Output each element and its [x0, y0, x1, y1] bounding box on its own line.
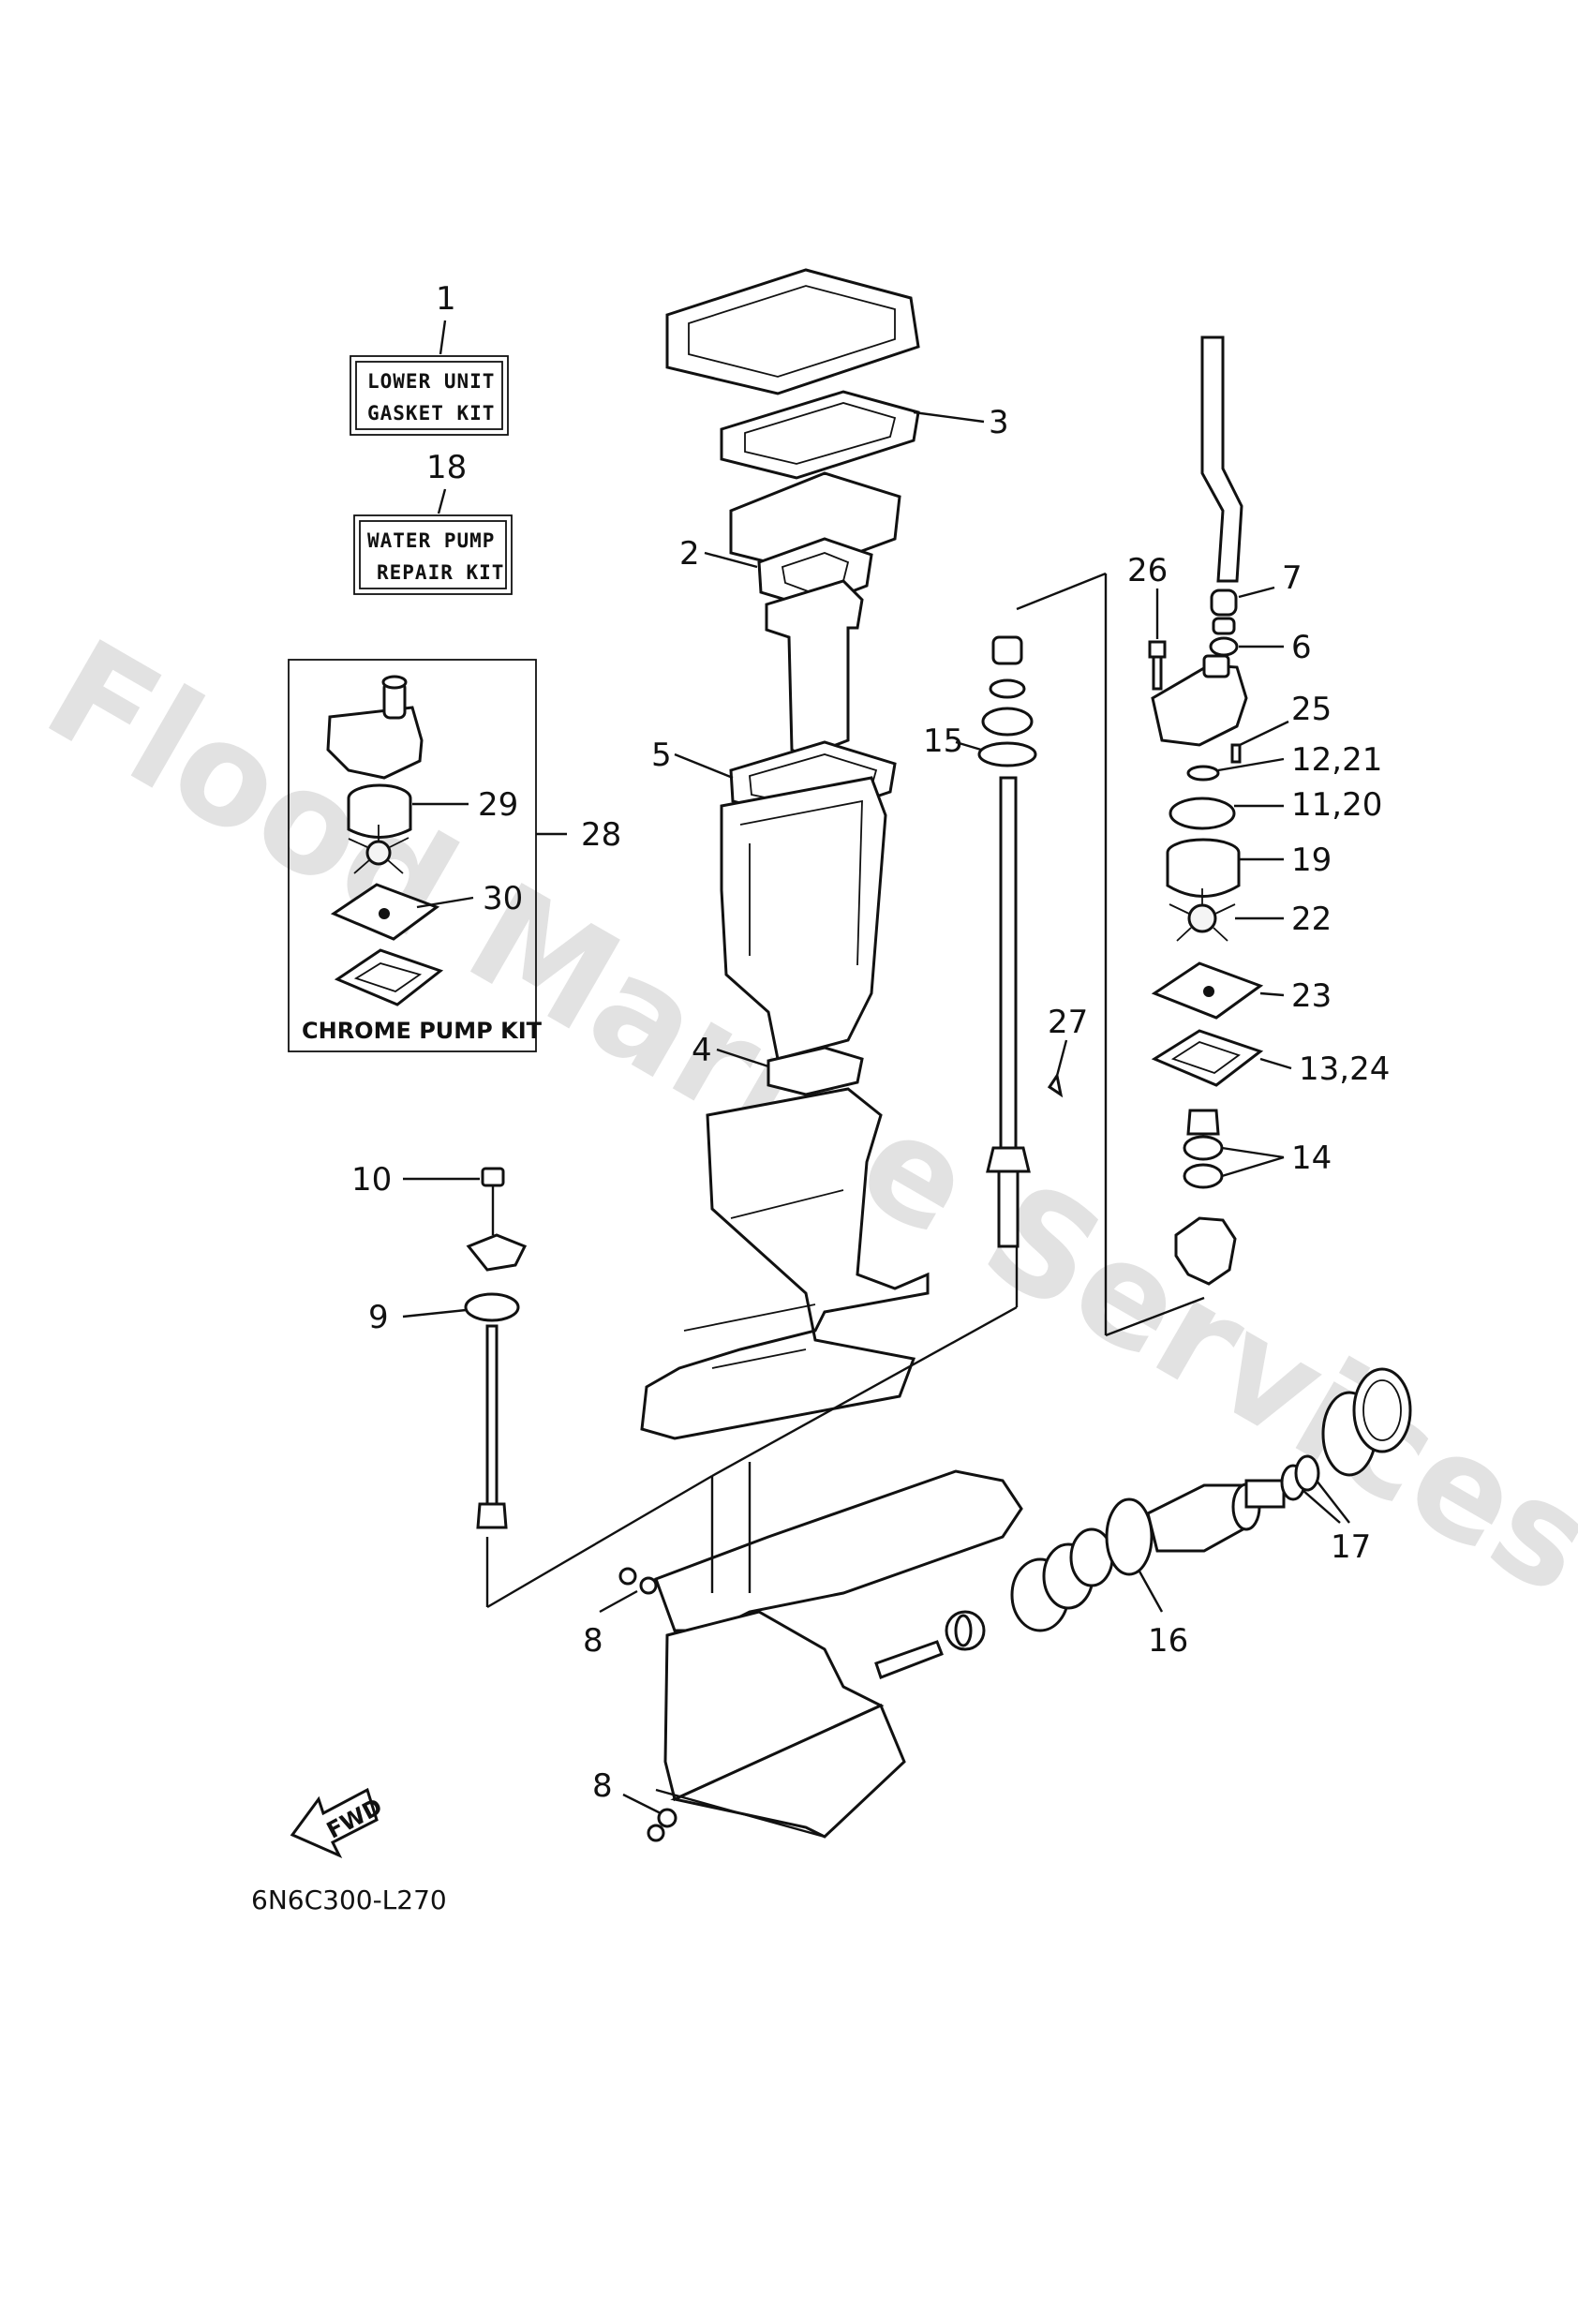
svg-text:5: 5	[651, 737, 672, 774]
part-7-grommet[interactable]: 7	[1210, 559, 1303, 617]
part-6-seal[interactable]: 6	[1209, 629, 1312, 666]
part-8-screws-upper[interactable]: 8	[583, 1567, 658, 1660]
kit-18-water-pump-repair[interactable]: 18 WATER PUMP REPAIR KIT	[353, 449, 513, 595]
svg-text:REPAIR KIT: REPAIR KIT	[377, 561, 504, 584]
part-13-24-gasket[interactable]: 13,24	[1151, 1029, 1390, 1088]
propeller-shaft	[874, 1640, 944, 1679]
part-25-pin[interactable]: 25	[1230, 691, 1332, 764]
svg-text:22: 22	[1291, 901, 1332, 938]
svg-text:17: 17	[1331, 1528, 1371, 1566]
part-22-impeller[interactable]: 22	[1169, 888, 1332, 942]
upper-casing-assembly	[665, 268, 920, 395]
lower-casing-upper	[640, 1087, 930, 1440]
diagram-code: 6N6C300-L270	[251, 1885, 447, 1915]
part-27-woodruff-key[interactable]: 27	[1047, 1004, 1088, 1098]
bearing-rings	[1010, 1527, 1114, 1632]
svg-text:27: 27	[1048, 1004, 1088, 1041]
drive-shaft-bushings	[981, 635, 1034, 737]
fwd-direction-arrow: FWD	[290, 1787, 387, 1859]
part-30-outer-plate[interactable]: 30	[330, 880, 523, 941]
skeg	[670, 1703, 906, 1839]
svg-text:23: 23	[1291, 977, 1332, 1015]
svg-text:29: 29	[478, 786, 518, 824]
part-29-insert[interactable]: 29	[347, 783, 518, 839]
part-14-oil-seals[interactable]: 14	[1183, 1135, 1332, 1189]
part-15-o-ring[interactable]: 15	[923, 723, 1037, 767]
oil-seal-housing	[1174, 1216, 1237, 1286]
part-12-21-o-ring[interactable]: 12,21	[1186, 741, 1382, 782]
bearing-housing	[1146, 1483, 1248, 1553]
shift-rod	[485, 1324, 499, 1506]
svg-text:3: 3	[989, 404, 1009, 441]
part-3-gasket[interactable]: 3	[720, 390, 1009, 480]
svg-text:2: 2	[679, 535, 700, 573]
water-tube	[1200, 335, 1243, 583]
svg-text:GASKET KIT: GASKET KIT	[367, 402, 495, 425]
svg-text:13,24: 13,24	[1299, 1050, 1390, 1088]
part-16-o-ring[interactable]: 16	[1105, 1497, 1188, 1660]
part-4-gasket[interactable]: 4	[692, 1032, 864, 1096]
svg-text:1: 1	[436, 280, 456, 318]
shift-rod-plate	[466, 1233, 528, 1272]
svg-text:14: 14	[1291, 1140, 1332, 1177]
part-19-insert-cartridge[interactable]: 19	[1166, 838, 1332, 898]
part-9-o-ring[interactable]: 9	[368, 1292, 520, 1336]
drive-shaft	[999, 776, 1018, 1192]
svg-text:8: 8	[592, 1767, 613, 1805]
chrome-kit-impeller[interactable]	[348, 825, 409, 874]
svg-text:WATER PUMP: WATER PUMP	[367, 529, 495, 552]
part-10-shift-rod-bushing[interactable]: 10	[351, 1161, 505, 1199]
svg-text:25: 25	[1291, 691, 1332, 728]
svg-text:CHROME PUMP KIT: CHROME PUMP KIT	[302, 1018, 543, 1044]
svg-text:7: 7	[1282, 559, 1303, 597]
pump-key	[1186, 1109, 1220, 1136]
kit-28-chrome-pump[interactable]: 28 CHROME PUMP KIT 29 30	[288, 659, 621, 1052]
svg-text:18: 18	[426, 449, 467, 486]
svg-text:6: 6	[1291, 629, 1312, 666]
svg-text:10: 10	[351, 1161, 392, 1199]
svg-text:16: 16	[1148, 1622, 1188, 1660]
svg-text:LOWER UNIT: LOWER UNIT	[367, 370, 495, 393]
exhaust-guide	[729, 471, 901, 574]
part-17-oil-seals[interactable]: 17	[1280, 1454, 1371, 1566]
exhaust-pipe	[765, 579, 864, 759]
part-23-outer-plate[interactable]: 23	[1151, 961, 1332, 1020]
svg-text:19: 19	[1291, 842, 1332, 879]
svg-text:4: 4	[692, 1032, 712, 1069]
kit-1-lower-unit-gasket[interactable]: 1 LOWER UNIT GASKET KIT	[350, 280, 509, 436]
svg-text:12,21: 12,21	[1291, 741, 1382, 779]
svg-text:28: 28	[581, 816, 621, 854]
pump-housing	[1151, 663, 1248, 747]
svg-text:9: 9	[368, 1299, 389, 1336]
svg-text:30: 30	[483, 880, 523, 917]
part-26-bolt[interactable]: 26	[1127, 552, 1168, 691]
gear-case-body	[663, 1610, 885, 1802]
part-11-20-seal[interactable]: 11,20	[1169, 786, 1382, 830]
svg-text:26: 26	[1127, 552, 1168, 589]
svg-text:15: 15	[923, 723, 963, 760]
svg-text:11,20: 11,20	[1291, 786, 1382, 824]
part-8-screws-lower[interactable]: 8	[592, 1767, 677, 1842]
lower-case-top	[654, 1469, 1023, 1632]
svg-text:8: 8	[583, 1622, 603, 1660]
